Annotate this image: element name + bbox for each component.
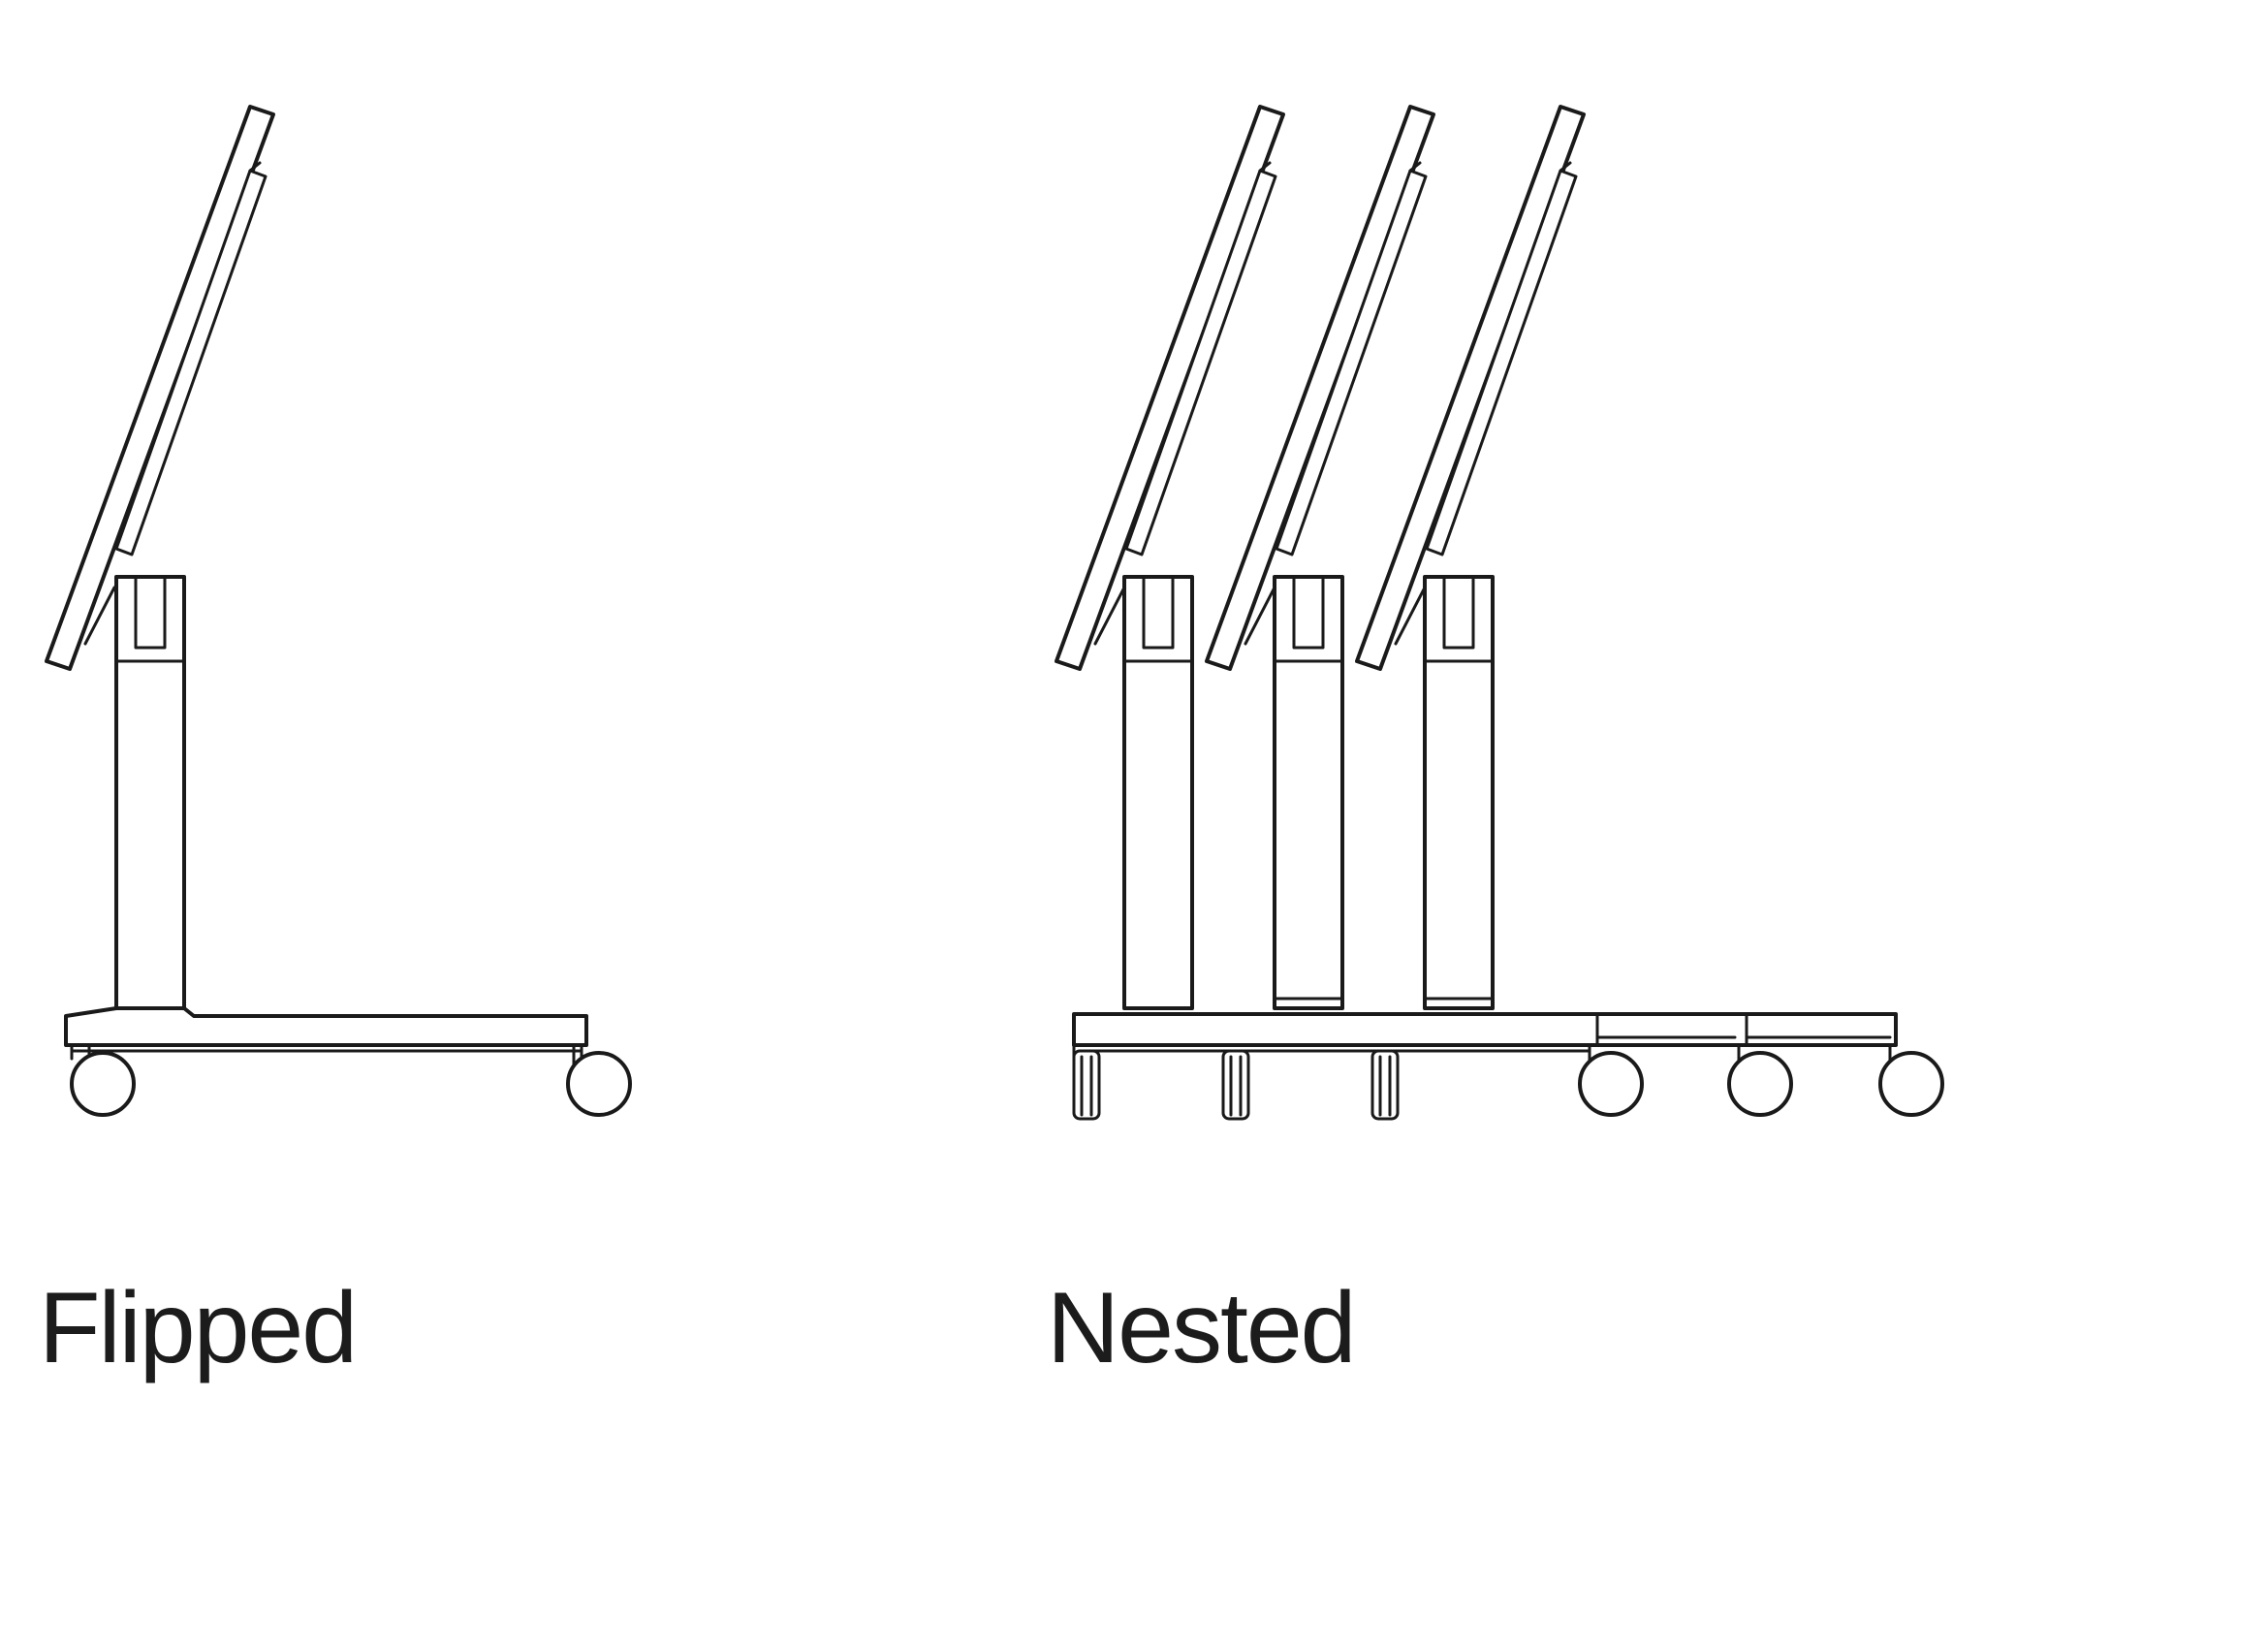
nested-caster-side-3	[1370, 1049, 1400, 1121]
nested-caster-round-1	[1578, 1043, 1644, 1117]
flipped-caster-left	[70, 1043, 136, 1117]
nested-caster-round-2	[1727, 1043, 1793, 1117]
flipped-caster-right	[566, 1043, 632, 1117]
nested-tables	[1055, 105, 1944, 1121]
flipped-tabletop	[45, 105, 275, 671]
flipped-base	[64, 1006, 588, 1061]
nested-base	[1072, 1012, 1898, 1061]
nested-caster-side-1	[1072, 1049, 1101, 1121]
nested-table-3	[1355, 105, 1586, 1010]
flipped-column	[114, 575, 186, 1010]
nested-table-2	[1205, 105, 1435, 1010]
nested-table-1	[1055, 105, 1285, 1010]
caption-nested: Nested	[1047, 1272, 1357, 1384]
nested-caster-side-2	[1221, 1049, 1250, 1121]
nested-caster-round-3	[1878, 1043, 1944, 1117]
flipped-table	[45, 105, 632, 1117]
caption-flipped: Flipped	[39, 1272, 358, 1384]
